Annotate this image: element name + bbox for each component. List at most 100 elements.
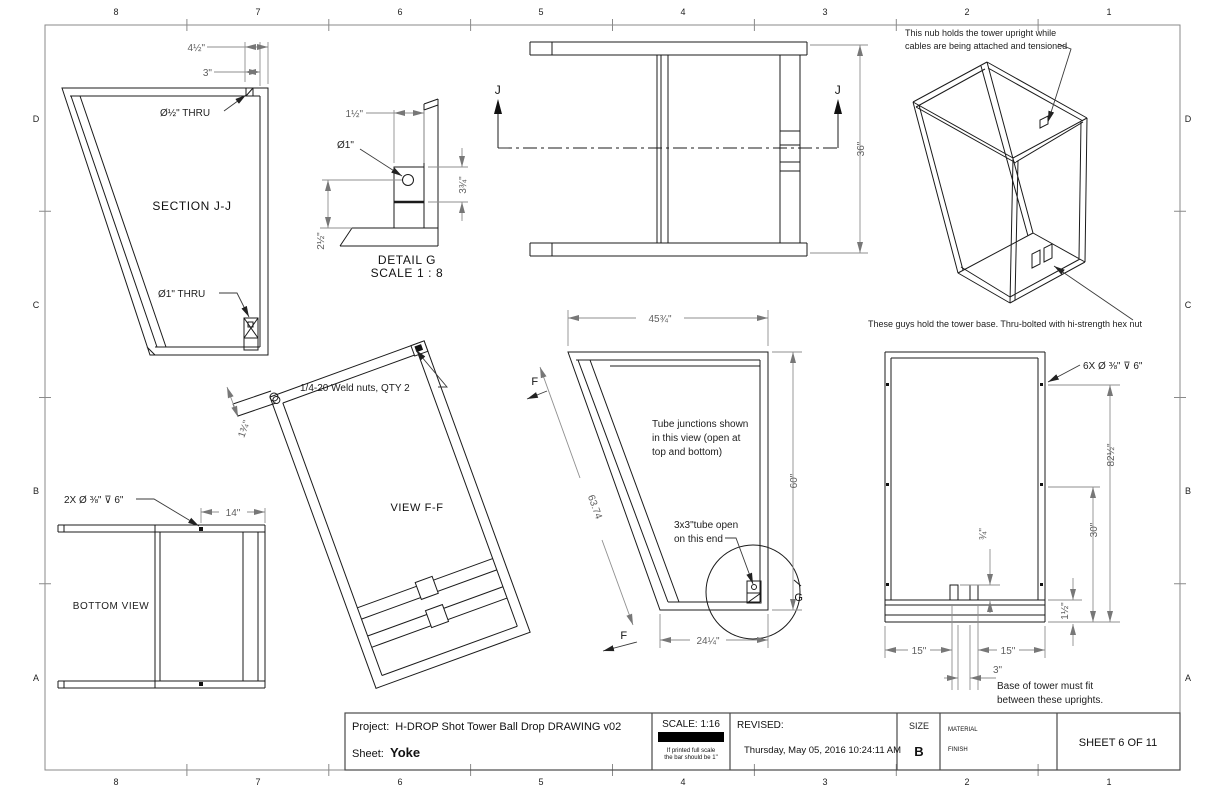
zone-row-c-left: C <box>33 300 40 310</box>
section-letter-j-left: J <box>495 83 502 97</box>
zone-col-4-bottom: 4 <box>680 777 685 787</box>
callout-weld-nuts: 1/4-20 Weld nuts, QTY 2 <box>300 383 410 394</box>
weld-nut-block-2 <box>424 603 450 629</box>
zone-col-7-top: 7 <box>255 7 260 17</box>
zone-col-5-top: 5 <box>538 7 543 17</box>
revised-value: Thursday, May 05, 2016 10:24:11 AM <box>744 745 901 756</box>
revised-label: REVISED: <box>737 720 784 731</box>
scale-note-line2: the bar should be 1" <box>664 755 718 761</box>
title-block: Project:H-DROP Shot Tower Ball Drop DRAW… <box>344 712 1181 771</box>
view-arrow-f-bottom: F <box>620 630 627 642</box>
zone-col-3-top: 3 <box>822 7 827 17</box>
dim-section-width: 4½" <box>188 43 206 54</box>
iso-note-bottom: These guys hold the tower base. Thru-bol… <box>868 319 1142 329</box>
dim-detail-width: 1½" <box>346 109 364 120</box>
callout-hole-half-thru: Ø½" THRU <box>160 108 210 119</box>
sheet-border: 8 7 6 5 4 3 2 1 8 7 6 5 4 3 2 1 D C B A … <box>33 7 1192 787</box>
dim-bottomview-width: 14" <box>226 508 241 519</box>
zone-col-8-top: 8 <box>113 7 118 17</box>
zone-row-a-left: A <box>33 673 39 683</box>
zone-row-d-left: D <box>33 114 40 124</box>
iso-view: This nub holds the tower upright while c… <box>868 28 1142 329</box>
dim-ff-tube: 1¾" <box>236 419 252 440</box>
zone-col-3-bottom: 3 <box>822 777 827 787</box>
note-tube-junctions-3: top and bottom) <box>652 447 722 458</box>
bottom-view: 14" 2X Ø ⅜" ⊽ 6" BOTTOM VIEW <box>57 495 266 689</box>
zone-col-2-bottom: 2 <box>964 777 969 787</box>
detail-g-view: 1½" Ø1" 3¾" 2½" DETAIL G SCALE 1 : 8 <box>316 98 469 280</box>
callout-rightview-holes: 6X Ø ⅜" ⊽ 6" <box>1083 361 1143 372</box>
dim-right-rail: 1½" <box>1060 602 1071 620</box>
zone-col-1-top: 1 <box>1106 7 1111 17</box>
zone-col-1-bottom: 1 <box>1106 777 1111 787</box>
note-tube-junctions-2: in this view (open at <box>652 433 741 444</box>
view-arrow-f-top: F <box>531 376 538 388</box>
detail-letter-g: G <box>794 592 803 604</box>
dim-detail-leg: 2½" <box>316 232 327 250</box>
view-ff: 1¾" 1/4-20 Weld nuts, QTY 2 VIEW F-F <box>226 340 531 689</box>
detail-g-label: DETAIL G <box>378 253 436 267</box>
sheet-label: Sheet: <box>352 748 384 760</box>
size-value: B <box>914 744 923 759</box>
dim-section-offset: 3" <box>203 68 213 79</box>
zone-col-5-bottom: 5 <box>538 777 543 787</box>
scale-bar <box>658 732 724 742</box>
dim-right-gap: 3" <box>993 665 1003 676</box>
zone-row-a-right: A <box>1185 673 1191 683</box>
zone-col-4-top: 4 <box>680 7 685 17</box>
note-tube-open-2: on this end <box>674 534 723 545</box>
section-letter-j-right: J <box>835 83 842 97</box>
callout-bottomview-holes: 2X Ø ⅜" ⊽ 6" <box>64 495 124 506</box>
note-tube-junctions-1: Tube junctions shown <box>652 419 748 430</box>
dim-right-15-left: 15" <box>912 646 927 657</box>
dim-right-15-right: 15" <box>1001 646 1016 657</box>
dim-right-total: 82½" <box>1106 443 1117 466</box>
callout-detail-hole: Ø1" <box>337 140 354 151</box>
finish-label: FINISH <box>948 747 968 753</box>
nub <box>1039 115 1049 129</box>
dim-front-top: 45¾" <box>648 314 671 325</box>
note-base-fit-2: between these uprights. <box>997 695 1103 706</box>
note-base-fit-1: Base of tower must fit <box>997 681 1093 692</box>
zone-col-6-top: 6 <box>397 7 402 17</box>
section-jj-label: SECTION J-J <box>152 199 231 213</box>
dim-front-diagonal: 63.74 <box>585 494 604 522</box>
base-tab-right <box>1043 243 1053 263</box>
section-arrow-j-right <box>834 99 842 114</box>
base-tab-left <box>1031 249 1041 269</box>
zone-col-2-top: 2 <box>964 7 969 17</box>
zone-row-b-right: B <box>1185 486 1191 496</box>
zone-row-c-right: C <box>1185 300 1192 310</box>
iso-note-top-line1: This nub holds the tower upright while <box>905 28 1056 38</box>
zone-col-8-bottom: 8 <box>113 777 118 787</box>
dim-right-tab: ¾" <box>978 528 989 540</box>
dim-topview-height: 36" <box>856 141 867 156</box>
sheet-name: Yoke <box>390 745 420 760</box>
zone-col-7-bottom: 7 <box>255 777 260 787</box>
note-tube-open-1: 3x3"tube open <box>674 520 738 531</box>
scale-note-line1: If printed full scale <box>667 748 716 754</box>
callout-hole-one-thru: Ø1" THRU <box>158 289 205 300</box>
upright-tab-right <box>969 584 979 601</box>
detail-g-scale: SCALE 1 : 8 <box>371 266 444 280</box>
hole-mark-top <box>199 527 203 531</box>
right-view: 6X Ø ⅜" ⊽ 6" 82½" 30" ¾" 1½" 15" 15" 3" … <box>884 351 1143 706</box>
top-view: J J 36" <box>494 41 868 257</box>
hole-mark-bottom <box>199 682 203 686</box>
section-jj-view: 4½" 3" Ø½" THRU Ø1" THRU SECTION J-J <box>61 42 269 356</box>
dim-detail-height: 3¾" <box>458 176 469 194</box>
front-view: G 45¾" 60" 24¼" 63.74 F F Tube junctions… <box>526 310 803 652</box>
dim-front-bottom: 24¼" <box>696 635 719 647</box>
upright-tab-left <box>949 584 959 601</box>
zone-row-d-right: D <box>1185 114 1192 124</box>
scale-value: SCALE: 1:16 <box>662 719 720 730</box>
zone-row-b-left: B <box>33 486 39 496</box>
material-label: MATERIAL <box>948 727 978 733</box>
iso-note-top-line2: cables are being attached and tensioned <box>905 41 1067 51</box>
dim-front-right: 60" <box>789 473 800 488</box>
dim-right-mid: 30" <box>1089 522 1100 537</box>
weld-nut-block-1 <box>414 575 439 601</box>
view-ff-label: VIEW F-F <box>390 502 443 514</box>
sheet-of-label: SHEET 6 OF 11 <box>1079 737 1157 749</box>
